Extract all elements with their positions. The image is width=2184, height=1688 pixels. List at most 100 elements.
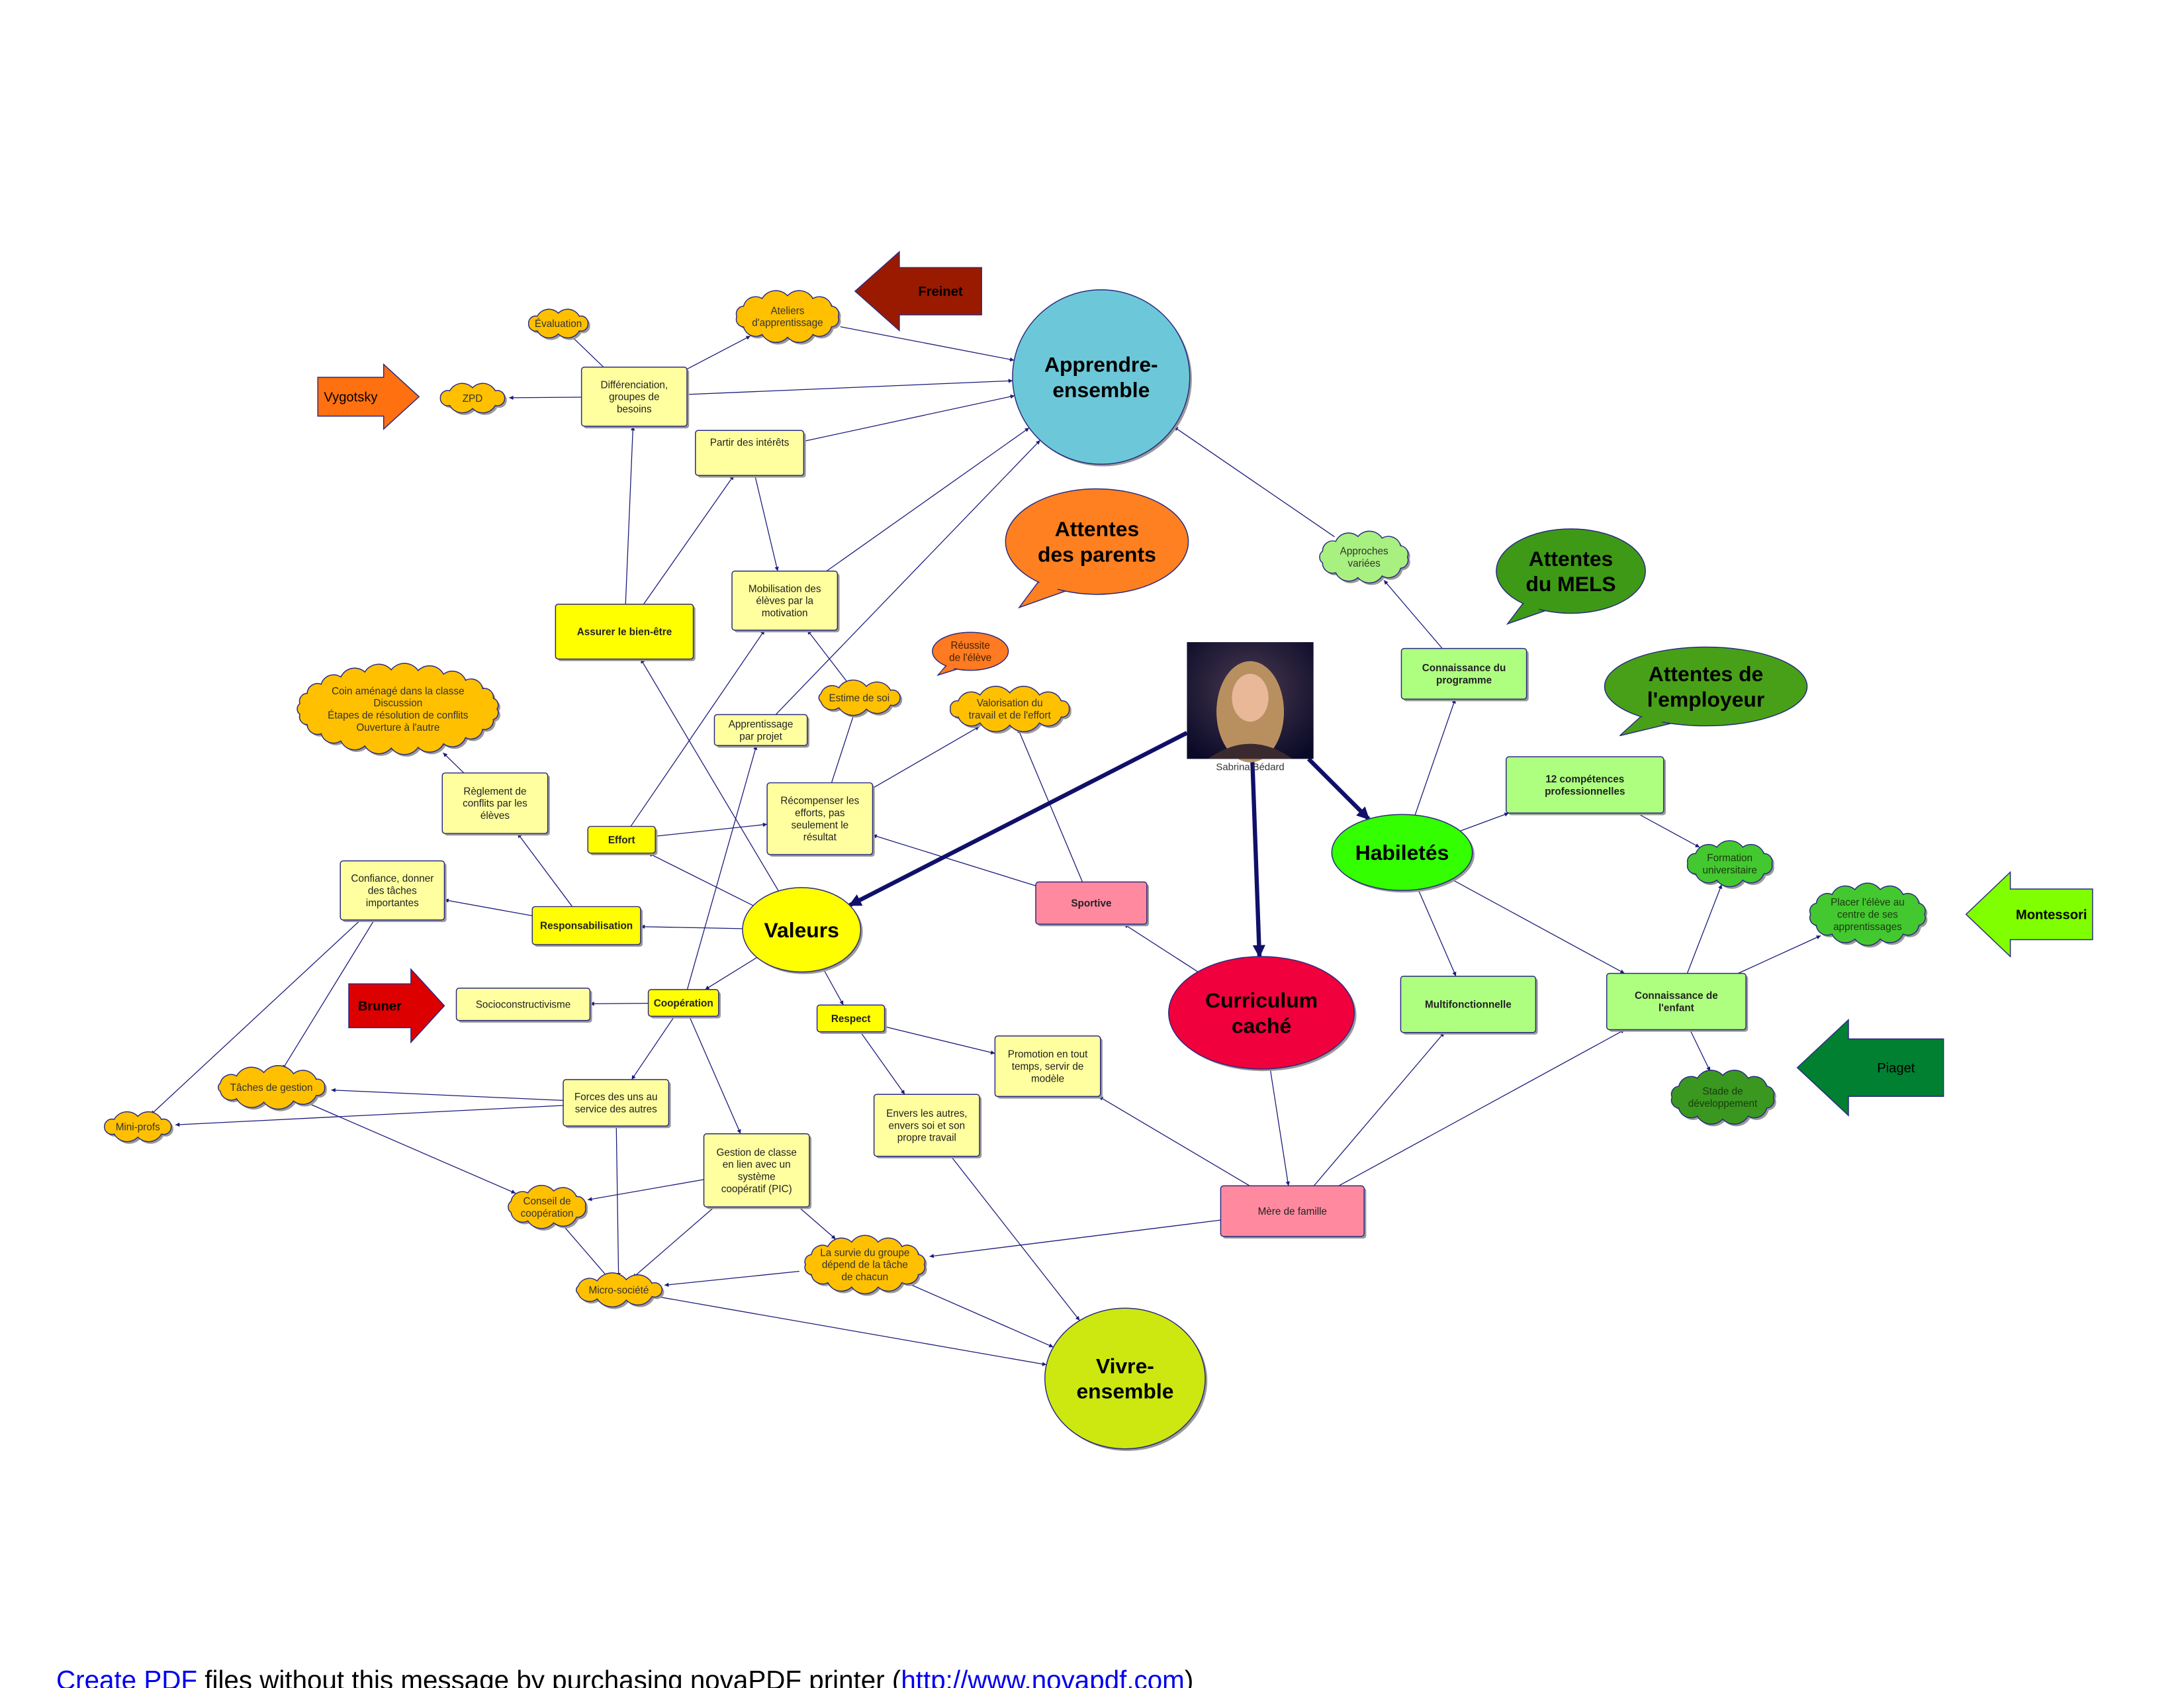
label-line: centre de ses [1837,910,1898,921]
node-estime[interactable]: Estime de soi [818,679,903,718]
edge-connprog-to-approches [1383,580,1443,649]
edge-curriculum-to-mere [1269,1068,1290,1186]
node-respons[interactable]: Responsabilisation [531,906,643,947]
box [873,1094,980,1157]
box [1220,1185,1365,1237]
novapdf-link[interactable]: http://www.novapdf.com [901,1665,1184,1688]
block-arrow [348,968,445,1044]
node-bruner[interactable]: Bruner [348,968,445,1044]
node-montessori[interactable]: Montessori [1965,870,2093,958]
node-sportive[interactable]: Sportive [1035,881,1150,927]
edge-valeurs-to-respons [640,924,743,929]
label-line: seulement le [791,820,848,831]
edge-connenf-to-formation [1686,884,1723,974]
photo-caption: Sabrina Bédard [1216,762,1284,773]
edge-respons-to-reglement [517,833,573,907]
node-piaget[interactable]: Piaget [1796,1018,1944,1117]
edge-gestion-to-conseil [587,1179,704,1201]
node-vygotsky[interactable]: Vygotsky [317,363,420,430]
node-taches[interactable]: Tâches de gestion [218,1064,327,1111]
label-line: Montessori [2016,908,2087,922]
box [531,906,641,945]
label-line: Confiance, donner [351,873,433,884]
bubble-body [1496,528,1646,614]
create-pdf-link[interactable]: Create PDF [56,1665,197,1688]
edge-habiletes-to-connprog [1414,698,1456,816]
cloud-shape [104,1111,172,1143]
node-vivre[interactable]: Vivre-ensemble [1044,1307,1208,1451]
node-mere[interactable]: Mère de famille [1220,1185,1367,1239]
node-habiletes[interactable]: Habiletés [1331,814,1475,893]
label-line: Récompenser les [780,796,859,807]
edge-mere-to-connenf [1338,1029,1625,1186]
node-valeurs[interactable]: Valeurs [742,887,863,974]
label-line: Valorisation du [977,698,1043,709]
node-respect[interactable]: Respect [816,1004,887,1034]
connections [150,326,1821,1366]
bubble-joint [1511,592,1553,620]
node-freinet[interactable]: Freinet [854,250,982,332]
label-line: Connaissance du [1422,663,1506,674]
node-label: Mini-profs [116,1121,160,1133]
cloud-shape [804,1235,926,1295]
label-line: Piaget [1877,1061,1915,1076]
cloud-shape [439,383,506,414]
edge-bienetre-to-partir [643,475,735,605]
label-line: temps, servir de [1012,1061,1084,1072]
box [731,571,839,631]
label-line: en lien avec un [723,1159,791,1170]
label-line: Règlement de [463,786,526,797]
node-partir[interactable]: Partir des intérêts [695,430,806,478]
label-line: Approches [1340,546,1388,557]
node-apprendre[interactable]: Apprendre-ensemble [1012,289,1192,467]
node-bienetre[interactable]: Assurer le bien-être [555,603,696,661]
edge-apprproj-to-apprendre [775,440,1041,715]
node-label: Bruner [358,999,402,1013]
node-zpd[interactable]: ZPD [439,383,507,415]
box [816,1004,886,1033]
cloud-shape [527,308,589,339]
node-miniprofs[interactable]: Mini-profs [104,1111,173,1144]
node-coop[interactable]: Coopération [647,989,721,1019]
edge-sportive-to-valorisation [1017,728,1083,882]
block-arrow [854,250,982,332]
node-micro[interactable]: Micro-société [576,1272,664,1309]
photo-sabrina-bedard[interactable]: Sabrina Bédard [1187,642,1314,773]
node-multi[interactable]: Multifonctionnelle [1400,975,1538,1035]
node-socio[interactable]: Socioconstructivisme [455,988,592,1023]
node-evaluation[interactable]: Évaluation [527,308,590,340]
node-effort[interactable]: Effort [587,825,658,855]
edge-confiance-to-miniprofs [150,919,361,1115]
label-line: de chacun [842,1272,889,1283]
